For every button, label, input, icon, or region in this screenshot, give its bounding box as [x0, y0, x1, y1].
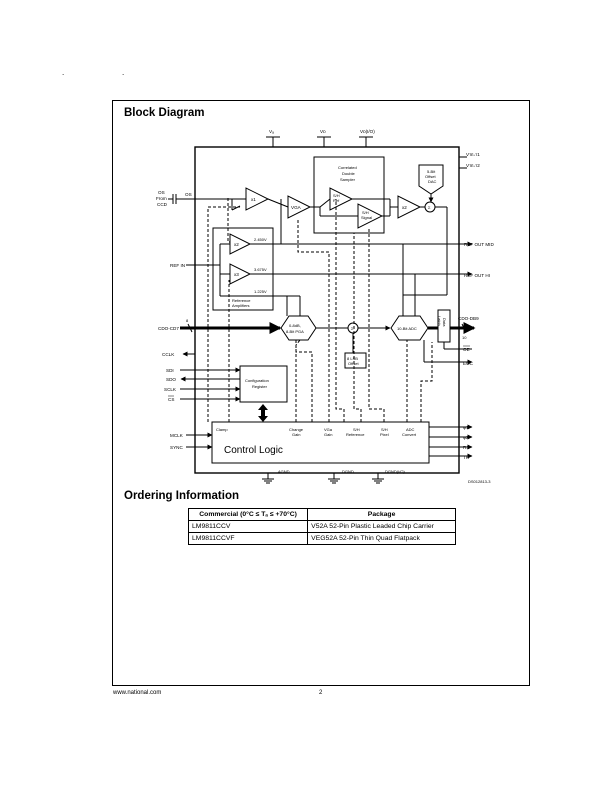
sclk-label: SCLK: [164, 387, 177, 392]
oe-label: OE: [463, 347, 470, 352]
cclk-label: CCLK: [162, 352, 175, 357]
ref-out-hi-label: REF OUT HI: [464, 273, 490, 278]
config-to-control-arrow: [258, 404, 268, 422]
page-frame: [112, 100, 530, 686]
document-id: DS012813-3: [468, 479, 491, 484]
agnd-label: AGND: [278, 469, 290, 474]
ref-x2-label: x2: [234, 242, 239, 247]
rs-label: RS: [463, 445, 469, 450]
dgnd-io-label: DGND(I/O): [385, 469, 405, 474]
va-label: Vₐ: [269, 129, 274, 134]
serial-interface: CCLK SDI SDO SCLK CS: [162, 351, 241, 402]
ref-x2-amplifier: [229, 233, 252, 255]
pga-label: 0-8dB,8-Bit PGA: [286, 323, 304, 334]
table-header-commercial: Commercial (0°C ≤ Tₐ ≤ +70°C): [187, 508, 309, 521]
phi2-label: φ2: [463, 435, 469, 440]
control-dashed-lines: [207, 198, 433, 422]
phase-outputs: φ1 φ2 RS TR: [429, 424, 473, 460]
ctl-clamp-label: Clamp: [216, 427, 228, 432]
phi1-label: φ1: [463, 425, 469, 430]
sync-label: SYNC: [170, 445, 183, 450]
table-row: LM9811CCVF VEG52A 52-Pin Thin Quad Flatp…: [187, 532, 456, 545]
cds-block: [313, 156, 385, 234]
control-logic-label: Control Logic: [224, 445, 283, 456]
os-pin-label: OS: [185, 192, 192, 197]
configuration-register: [239, 365, 288, 403]
cs-label: CS: [168, 397, 174, 402]
test-pins: Vᴛᴇₛᴛ1 Vᴛᴇₛᴛ2: [459, 152, 480, 169]
vtest2-label: Vᴛᴇₛᴛ2: [466, 163, 480, 168]
sdi-label: SDI: [166, 368, 174, 373]
vga-amplifier: [287, 195, 312, 219]
offset-dac: [418, 164, 444, 195]
x2-output-amplifier: [397, 195, 422, 219]
package-cell: VEG52A 52-Pin Thin Quad Flatpack: [307, 532, 456, 545]
ref-v2-label: 3.675V: [254, 267, 267, 272]
ref-x3-label: x3: [234, 272, 239, 277]
eoc-label: EOC: [463, 361, 474, 366]
supply-pins: Vₐ Vᴅ Vᴅ(I/O): [266, 129, 375, 147]
sdo-label: SDO: [166, 377, 176, 382]
ref-out-mid-label: REF OUT MID: [464, 242, 494, 247]
footer-url: www.national.com: [113, 690, 162, 696]
x1-amplifier: [245, 187, 270, 211]
part-number-cell: LM9811CCV: [187, 520, 309, 533]
adc-label: 10-Bit ADC: [397, 326, 417, 331]
ordering-table: Commercial (0°C ≤ Tₐ ≤ +70°C) Package LM…: [187, 508, 456, 545]
data-width-label: 10: [462, 335, 467, 340]
sum-sign-2: Σ: [351, 326, 354, 331]
ref-v1-label: 2.450V: [254, 237, 267, 242]
ref-in-label: REF IN: [170, 263, 185, 268]
control-logic-block: [211, 421, 430, 464]
sum-sign-1: Σ: [428, 205, 431, 210]
dgnd-label: DGND: [342, 469, 354, 474]
x1-label: x1: [251, 197, 256, 202]
table-row: LM9811CCV V52A 52-Pin Plastic Leaded Chi…: [187, 520, 456, 533]
vtest1-label: Vᴛᴇₛᴛ1: [466, 152, 480, 157]
scan-mark: .: [122, 68, 125, 77]
block-diagram-title: Block Diagram: [124, 107, 205, 119]
x2-out-label: x2: [402, 205, 407, 210]
vd-label: Vᴅ: [320, 129, 326, 134]
data-latch-label: DataLatch: [437, 316, 447, 327]
bus-width-label: 8: [186, 318, 189, 323]
cdo-input-label: CDO-CD7: [158, 326, 179, 331]
package-cell: V52A 52-Pin Plastic Leaded Chip Carrier: [307, 520, 456, 533]
data-out-label: CDO-DB9: [458, 316, 479, 321]
vga-label: VGA: [291, 205, 302, 210]
tr-label: TR: [463, 455, 470, 460]
reference-amplifiers-block: [212, 227, 274, 311]
ordering-information-title: Ordering Information: [124, 490, 239, 502]
part-number-cell: LM9811CCVF: [187, 532, 309, 545]
footer-page-number: 2: [319, 690, 323, 696]
mclk-label: MCLK: [170, 433, 184, 438]
ref-x3-amplifier: [229, 263, 252, 285]
chip-outline: [194, 146, 460, 474]
ground-pins: [262, 473, 384, 484]
table-header-package: Package: [307, 508, 456, 521]
pga-block: [280, 315, 317, 341]
scan-mark: .: [62, 68, 65, 77]
lsb-offset-block: [344, 352, 367, 369]
vdio-label: Vᴅ(I/O): [360, 129, 375, 134]
table-header-row: Commercial (0°C ≤ Tₐ ≤ +70°C) Package: [187, 508, 456, 521]
ref-v3-label: 1.225V: [254, 289, 267, 294]
